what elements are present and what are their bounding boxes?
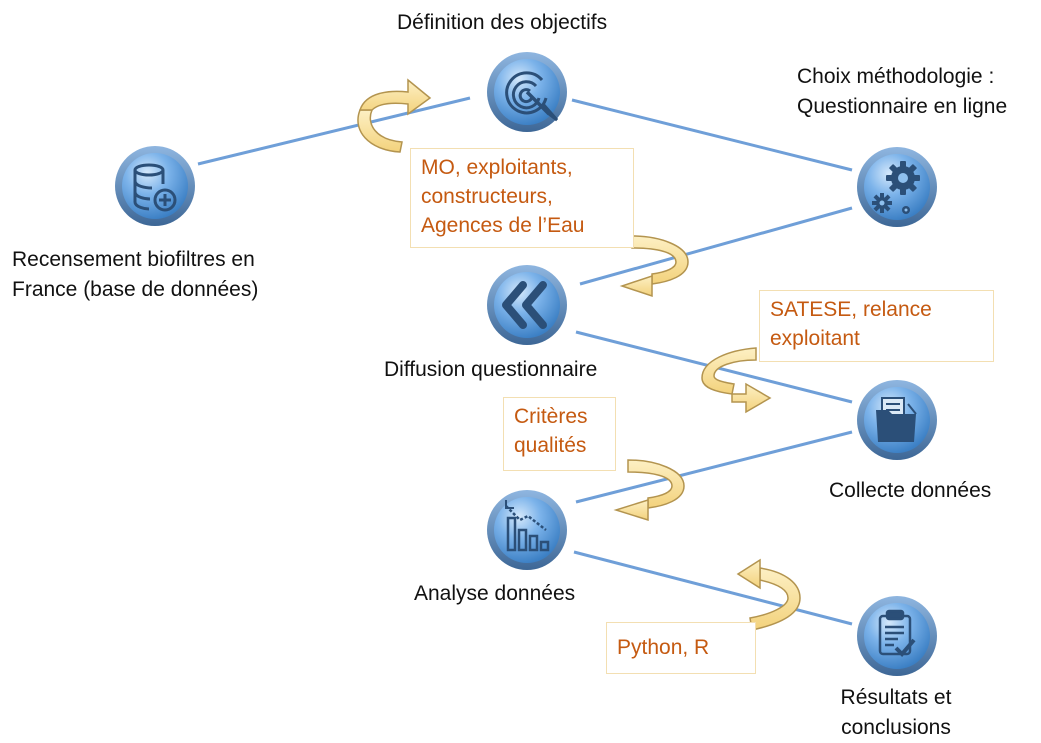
node-resultats <box>857 596 937 676</box>
label-recensement: Recensement biofiltres en France (base d… <box>12 245 258 305</box>
label-resultats-line1: Résultats et <box>840 686 952 709</box>
note-acteurs-line1: MO, exploitants, <box>421 156 573 179</box>
loop-arrow-left-3 <box>736 558 801 631</box>
label-collecte-line1: Collecte données <box>829 479 992 502</box>
note-acteurs: MO, exploitants, constructeurs, Agences … <box>410 148 634 248</box>
label-resultats: Résultats et conclusions <box>836 683 956 743</box>
label-collecte: Collecte données <box>829 476 991 506</box>
label-methodologie: Choix méthodologie : Questionnaire en li… <box>797 62 1007 122</box>
note-criteres-line1: Critères <box>514 405 588 428</box>
database-add-icon <box>133 163 177 212</box>
gears-icon <box>872 161 920 214</box>
note-outils-line1: Python, R <box>617 636 710 659</box>
label-objectifs-line1: Définition des objectifs <box>397 11 608 34</box>
folder-icon <box>876 397 917 442</box>
label-diffusion: Diffusion questionnaire <box>384 355 597 385</box>
note-satese: SATESE, relance exploitant <box>759 290 994 362</box>
note-criteres: Critères qualités <box>503 397 616 471</box>
note-criteres-line2: qualités <box>514 434 587 457</box>
label-methodologie-line1: Choix méthodologie : <box>797 65 995 88</box>
note-outils: Python, R <box>606 622 756 674</box>
label-analyse: Analyse données <box>414 579 575 609</box>
label-analyse-line1: Analyse données <box>414 582 576 605</box>
note-satese-line2: exploitant <box>770 327 860 350</box>
note-acteurs-line3: Agences de l’Eau <box>421 214 585 237</box>
note-satese-line1: SATESE, relance <box>770 298 932 321</box>
label-methodologie-line2: Questionnaire en ligne <box>797 95 1008 118</box>
node-recensement <box>115 146 195 226</box>
connector-objectifs-methodologie <box>571 98 853 172</box>
chart-icon <box>505 500 550 552</box>
label-recensement-line2: France (base de données) <box>12 278 259 301</box>
target-icon <box>505 71 559 122</box>
loop-arrow-left-1 <box>619 235 689 298</box>
connector-recensement-objectifs <box>197 96 471 166</box>
double-chevron-left-icon <box>502 281 547 329</box>
loop-arrow-right-1 <box>357 78 432 153</box>
label-resultats-line2: conclusions <box>841 716 951 739</box>
loop-arrow-right-2 <box>701 347 772 414</box>
label-diffusion-line1: Diffusion questionnaire <box>384 358 598 381</box>
connector-lines <box>197 96 853 626</box>
label-objectifs: Définition des objectifs <box>397 8 607 38</box>
connector-collecte-analyse <box>575 430 853 504</box>
loop-arrow-left-2 <box>613 459 685 522</box>
label-recensement-line1: Recensement biofiltres en <box>12 248 255 271</box>
connector-methodologie-diffusion <box>579 206 853 286</box>
connector-analyse-resultats <box>573 550 853 626</box>
note-acteurs-line2: constructeurs, <box>421 185 553 208</box>
clipboard-check-icon <box>878 609 916 657</box>
